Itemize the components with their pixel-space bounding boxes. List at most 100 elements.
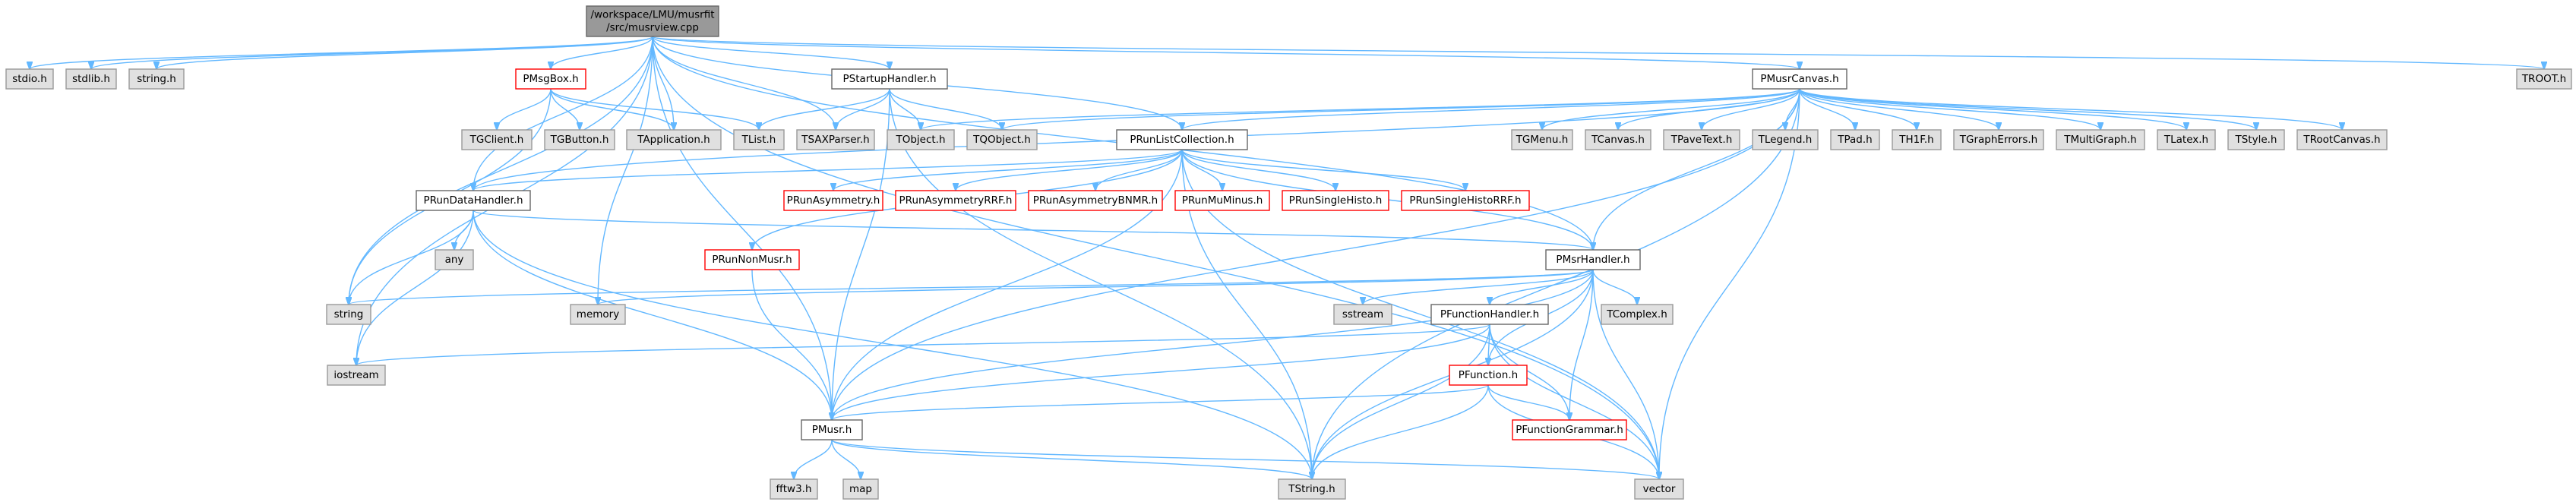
- edge-arrow: [794, 439, 833, 479]
- node-label: fftw3.h: [776, 483, 811, 495]
- node-any: any: [435, 249, 474, 270]
- node-pfunction[interactable]: PFunction.h: [1449, 365, 1528, 386]
- node-box: [2056, 129, 2145, 150]
- node-label: /src/musrview.cpp: [606, 22, 699, 34]
- edge-arrow: [1799, 88, 1855, 130]
- edge-pmusr-to-vector: [831, 439, 1659, 479]
- node-pstartup[interactable]: PStartupHandler.h: [831, 68, 948, 90]
- node-pmusr[interactable]: PMusr.h: [801, 419, 863, 440]
- node-pmusrcanvas[interactable]: PMusrCanvas.h: [1752, 68, 1847, 90]
- edge-pmusrcanvas-to-tgrapherrors: [1799, 88, 1999, 130]
- node-box: [1953, 129, 2044, 150]
- edge-arrow: [1181, 149, 1465, 191]
- node-troot: TROOT.h: [2516, 68, 2572, 90]
- edge-arrow: [356, 210, 474, 365]
- edge-arrow: [598, 36, 653, 305]
- node-label: TList.h: [741, 134, 776, 146]
- edge-arrow: [1592, 269, 1637, 305]
- node-box: [416, 190, 531, 211]
- edge-prundatahandler-to-tstring: [473, 210, 1312, 479]
- node-box: [1401, 190, 1530, 211]
- edge-root-to-vector: [652, 36, 1659, 479]
- node-box: [1512, 419, 1627, 440]
- edge-arrow: [1569, 269, 1594, 420]
- node-label: PRunSingleHistoRRF.h: [1409, 194, 1521, 207]
- node-label: TH1F.h: [1898, 134, 1933, 146]
- node-label: TGraphErrors.h: [1959, 134, 2037, 146]
- edge-arrow: [759, 88, 890, 130]
- edge-arrow: [1181, 149, 1222, 191]
- node-box: [327, 365, 386, 386]
- edge-pmusrcanvas-to-tqobject: [1002, 88, 1800, 130]
- node-prunsinglerrf[interactable]: PRunSingleHistoRRF.h: [1401, 190, 1530, 211]
- edge-arrow: [832, 269, 1594, 420]
- node-label: map: [849, 483, 872, 495]
- node-box: [1634, 478, 1684, 500]
- node-prunnonmusr[interactable]: PRunNonMusr.h: [704, 249, 800, 270]
- edge-prunlist-to-prunasymbnmr: [1095, 149, 1183, 191]
- edge-pfunctionhandler-to-pmusr: [832, 324, 1490, 420]
- edge-pmsrhandler-to-pfunctiongrammar: [1569, 269, 1594, 420]
- edge-root-to-prundatahandler: [473, 36, 653, 191]
- edge-pmsrhandler-to-memory: [598, 269, 1594, 305]
- node-tstyle: TStyle.h: [2227, 129, 2285, 150]
- node-box: [1601, 304, 1674, 325]
- node-prunsingle[interactable]: PRunSingleHisto.h: [1282, 190, 1389, 211]
- edge-arrow: [832, 324, 1490, 420]
- node-memory: memory: [570, 304, 626, 325]
- edge-arrow: [836, 88, 890, 130]
- node-tpad: TPad.h: [1830, 129, 1880, 150]
- node-box: [65, 68, 117, 90]
- edge-pmsrhandler-to-vector: [1592, 269, 1659, 479]
- node-pmsrhandler[interactable]: PMsrHandler.h: [1545, 249, 1641, 270]
- edge-pmsrhandler-to-string: [349, 269, 1594, 305]
- node-prunasymrrf[interactable]: PRunAsymmetryRRF.h: [895, 190, 1016, 211]
- node-string: string: [326, 304, 371, 325]
- node-tlatex: TLatex.h: [2157, 129, 2216, 150]
- edge-pmusr-to-map: [831, 439, 861, 479]
- node-label: PRunSingleHisto.h: [1289, 194, 1383, 207]
- node-tqobject: TQObject.h: [966, 129, 1038, 150]
- node-trootcanvas: TRootCanvas.h: [2296, 129, 2388, 150]
- node-label: TObject.h: [895, 134, 945, 146]
- node-map: map: [842, 478, 879, 500]
- edge-prundatahandler-to-string: [349, 210, 474, 305]
- edge-arrow: [550, 88, 580, 130]
- edge-prunlist-to-prunasymrrf: [956, 149, 1183, 191]
- edge-pmusr-to-fftw3: [794, 439, 833, 479]
- node-prunmumin[interactable]: PRunMuMinus.h: [1174, 190, 1270, 211]
- node-label: TGMenu.h: [1516, 134, 1569, 146]
- node-pmsgbox[interactable]: PMsgBox.h: [515, 68, 586, 90]
- edge-arrow: [831, 439, 1312, 479]
- node-prunasymbnmr[interactable]: PRunAsymmetryBNMR.h: [1028, 190, 1163, 211]
- node-root[interactable]: /workspace/LMU/musrfit/src/musrview.cpp: [586, 5, 719, 37]
- edge-pfunctionhandler-to-iostream: [356, 324, 1490, 365]
- edge-root-to-pmusrcanvas: [652, 36, 1800, 69]
- node-stdio: stdio.h: [5, 68, 54, 90]
- node-prundatahandler[interactable]: PRunDataHandler.h: [416, 190, 531, 211]
- node-label: iostream: [333, 369, 378, 381]
- node-prunasym[interactable]: PRunAsymmetry.h: [783, 190, 883, 211]
- edge-arrow: [1489, 324, 1659, 479]
- node-pfunctionhandler[interactable]: PFunctionHandler.h: [1430, 304, 1549, 325]
- node-pfunctiongrammar[interactable]: PFunctionGrammar.h: [1512, 419, 1627, 440]
- node-fftw3: fftw3.h: [770, 478, 818, 500]
- edge-pmusrcanvas-to-tpad: [1799, 88, 1855, 130]
- node-box: [5, 68, 54, 90]
- node-prunlist[interactable]: PRunListCollection.h: [1116, 129, 1248, 150]
- edge-arrow: [832, 384, 1489, 420]
- edge-arrow: [349, 269, 1594, 305]
- edge-arrow: [1592, 269, 1659, 479]
- edge-arrow: [1799, 88, 1917, 130]
- edge-root-to-pmusr: [652, 36, 832, 420]
- node-label: TPaveText.h: [1670, 134, 1733, 146]
- edge-pstartup-to-tsaxparser: [836, 88, 890, 130]
- edge-arrow: [598, 269, 1594, 305]
- node-label: TSAXParser.h: [801, 134, 869, 146]
- edge-pfunction-to-pmusr: [832, 384, 1489, 420]
- node-tgclient: TGClient.h: [461, 129, 533, 150]
- edge-pmsrhandler-to-pfunctionhandler: [1490, 269, 1594, 305]
- node-box: [2296, 129, 2388, 150]
- node-label: TApplication.h: [637, 134, 710, 146]
